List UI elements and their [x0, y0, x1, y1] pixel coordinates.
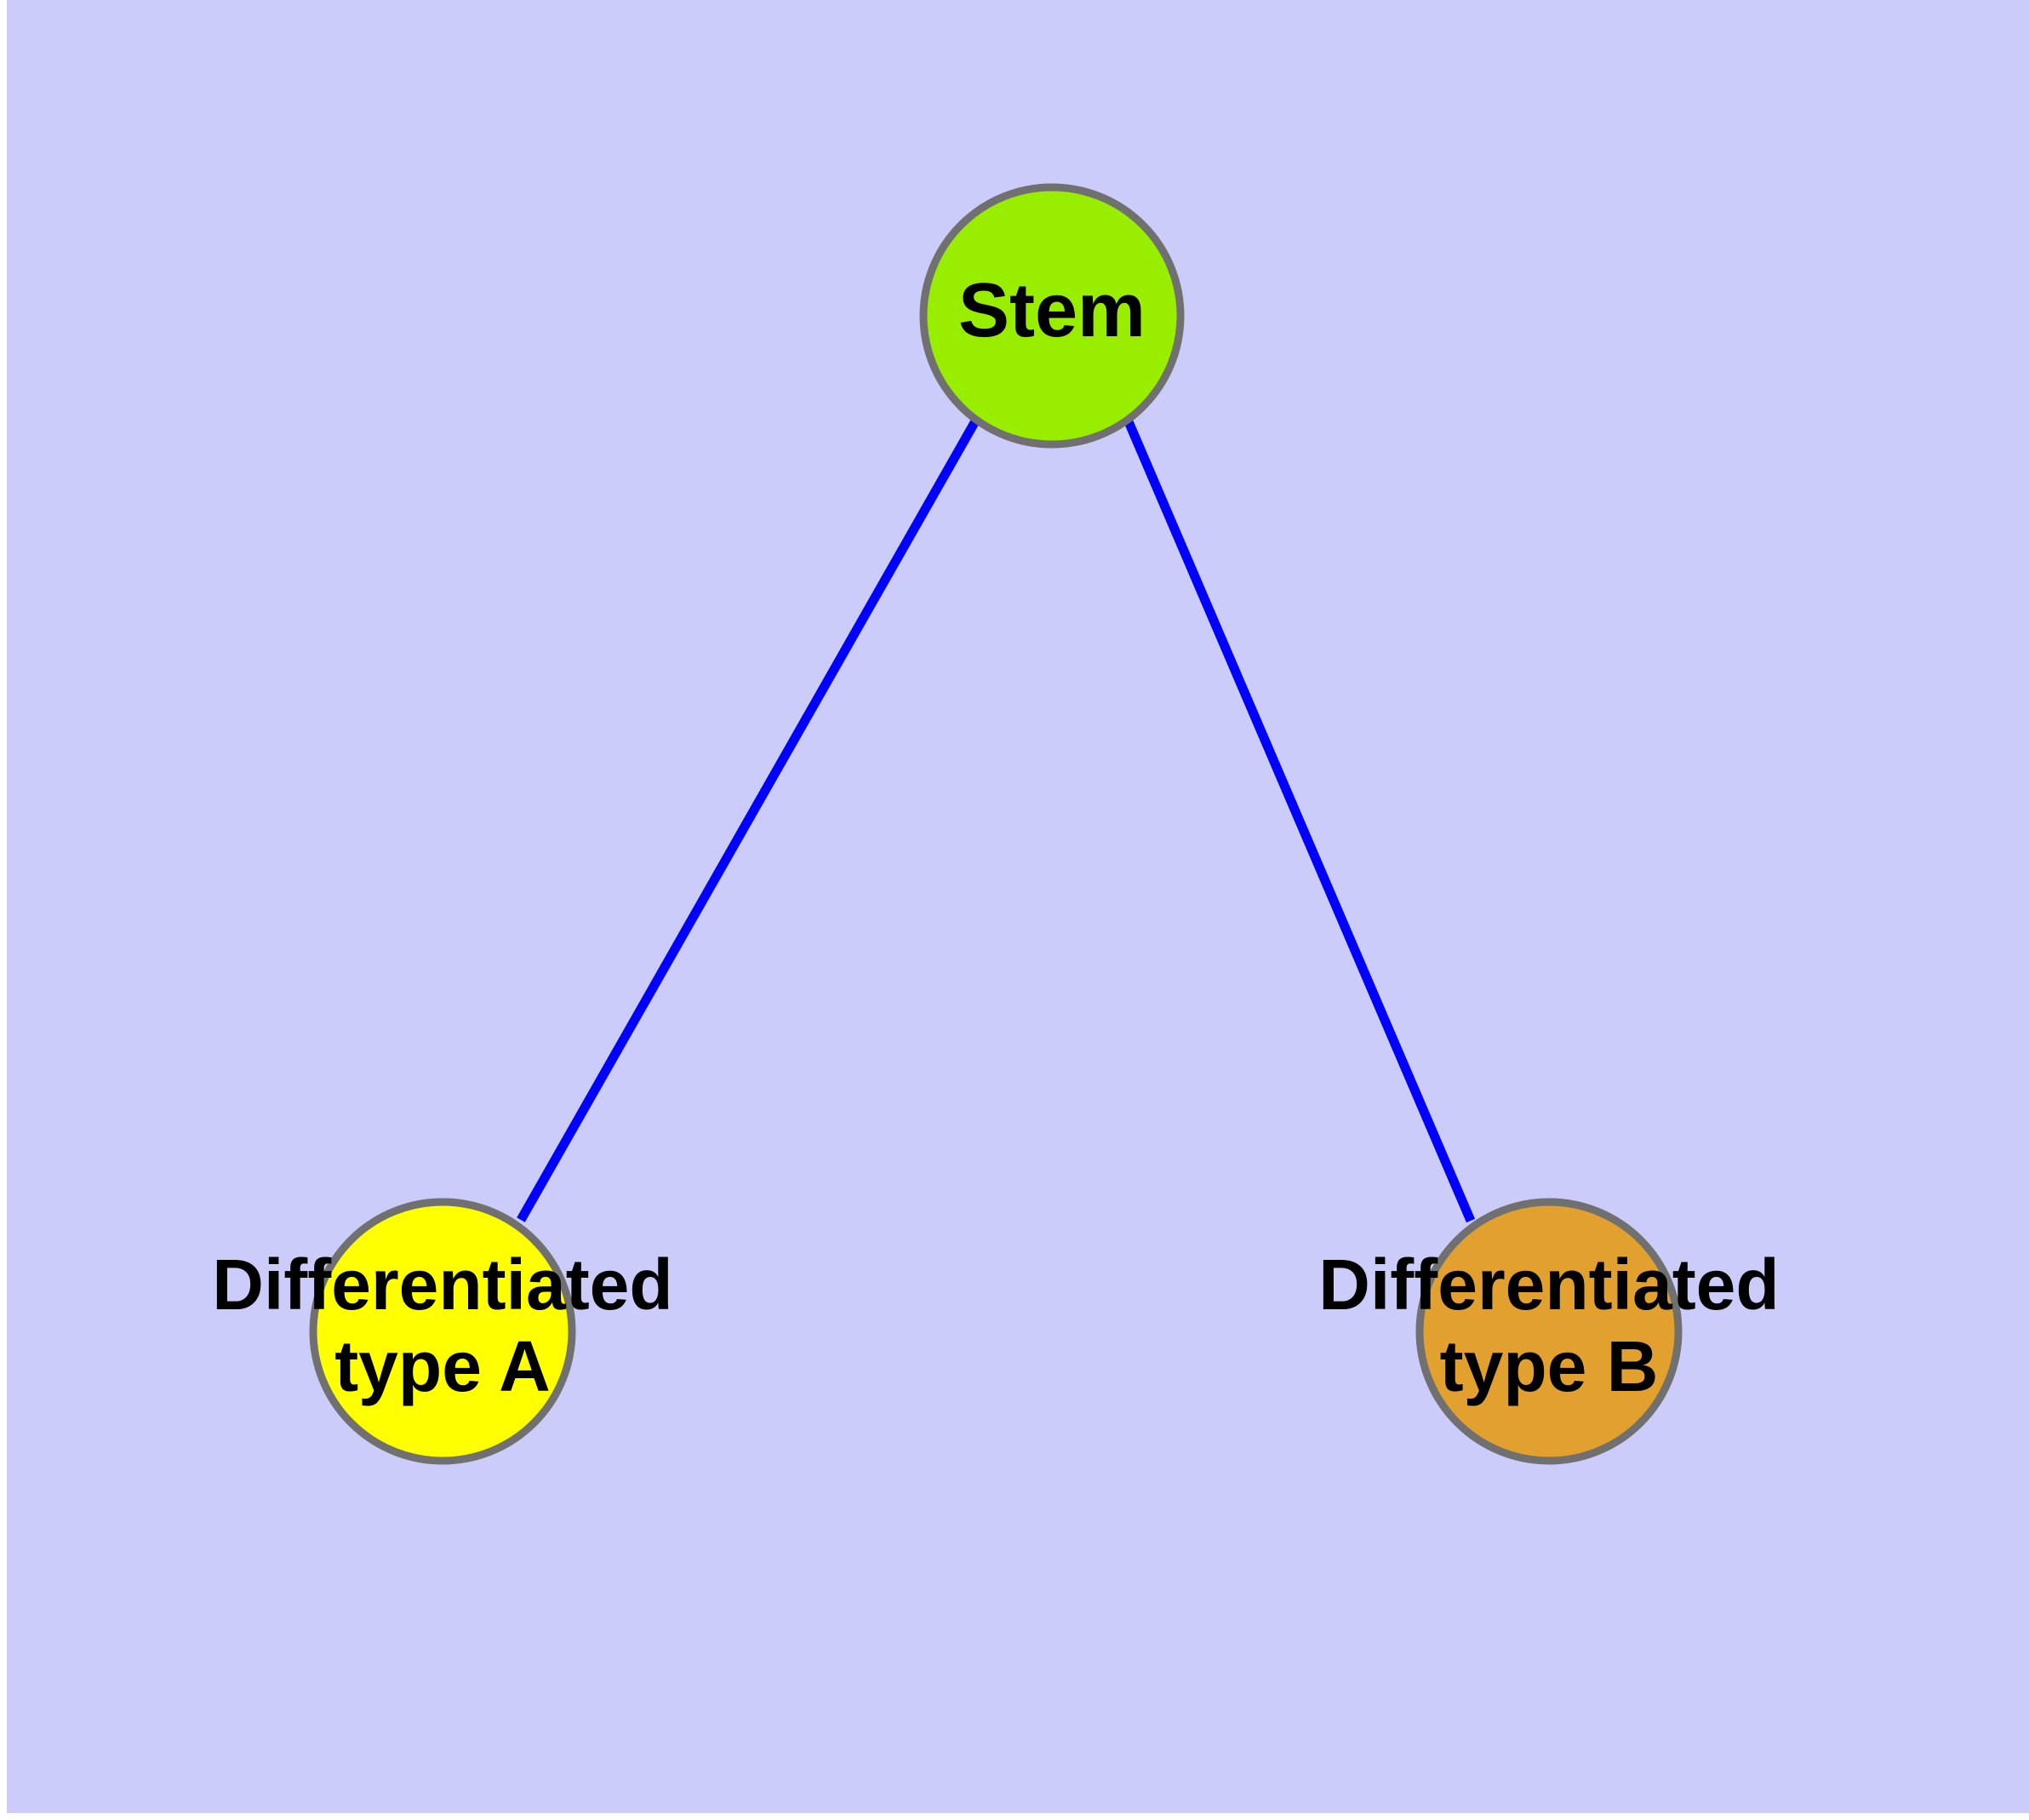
graph-edge-stem-to-diff-a[interactable]: [517, 417, 980, 1222]
graph-node-stem[interactable]: Stem: [919, 183, 1185, 449]
node-label-line: type B: [1440, 1326, 1659, 1406]
node-label-line: Differentiated: [212, 1245, 672, 1325]
node-circle-stem[interactable]: [919, 183, 1185, 449]
node-circle-diff_b[interactable]: [1415, 1198, 1683, 1465]
node-label-stem: Stem: [958, 268, 1146, 353]
node-label-line: type A: [334, 1326, 551, 1406]
node-circle-diff_a[interactable]: [309, 1198, 576, 1465]
node-label-line: Differentiated: [1318, 1245, 1779, 1325]
edges-layer: [517, 417, 1476, 1223]
node-label-line: Stem: [958, 268, 1146, 353]
graph-edge-stem-to-diff-b[interactable]: [1123, 417, 1476, 1223]
